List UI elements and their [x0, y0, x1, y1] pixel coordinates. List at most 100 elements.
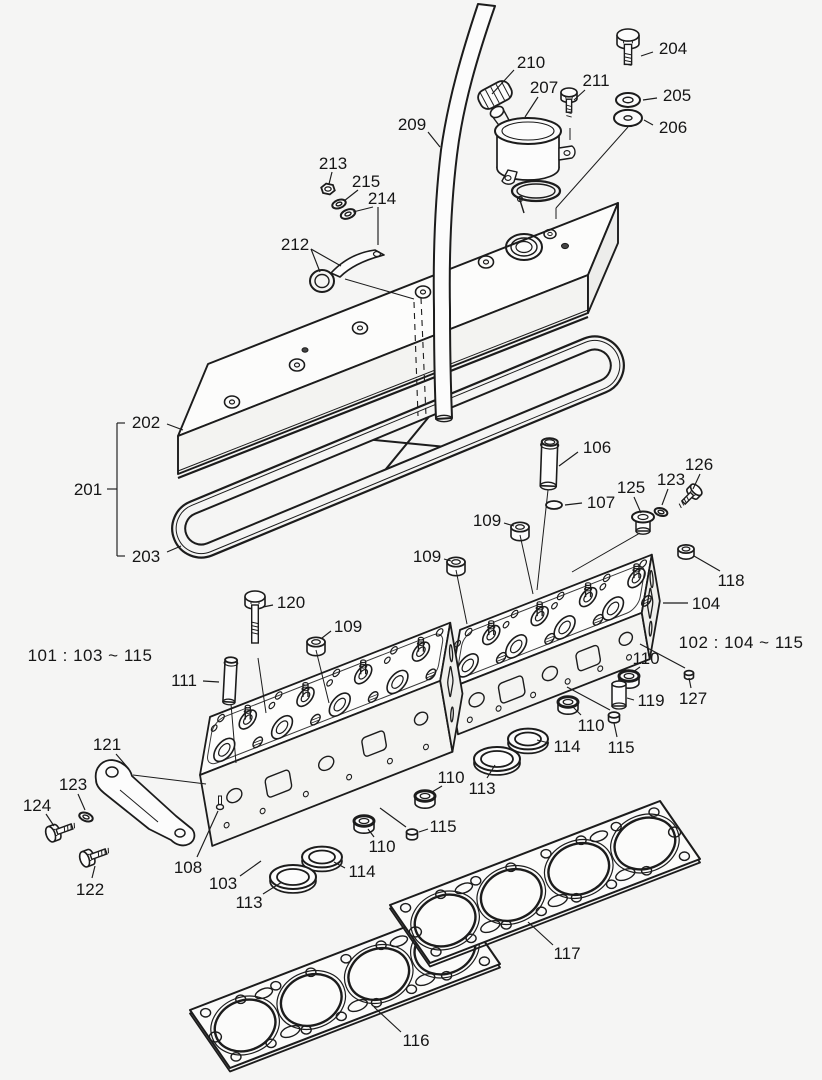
leader-line — [693, 555, 721, 572]
part-label-207: 207 — [530, 78, 558, 97]
part-label-110: 110 — [632, 649, 659, 668]
part-label-104: 104 — [692, 594, 720, 613]
part-label-124: 124 — [23, 796, 51, 815]
part-label-210: 210 — [517, 53, 545, 72]
leader-line — [564, 502, 583, 506]
leader-line — [640, 51, 654, 57]
leader-line — [639, 643, 686, 669]
part-label-115: 115 — [429, 817, 456, 836]
leader-line — [310, 248, 321, 273]
leader-line — [443, 558, 452, 562]
part-label-123: 123 — [657, 470, 685, 489]
leader-line — [367, 828, 375, 838]
leader-line — [613, 722, 618, 738]
part-label-204: 204 — [659, 39, 687, 58]
leader-line — [503, 522, 515, 527]
leader-line — [352, 206, 374, 213]
part-label-110: 110 — [437, 768, 464, 787]
leader-line — [633, 496, 642, 514]
part-label-201: 201 — [74, 480, 102, 499]
part-label-114: 114 — [553, 737, 580, 756]
leader-line — [328, 171, 333, 185]
seal-rings-drawing — [269, 727, 549, 894]
part-label-111: 111 — [171, 671, 197, 690]
leader-line — [642, 97, 658, 101]
leader-line — [379, 807, 407, 828]
leader-line — [626, 697, 635, 701]
leader-line — [427, 131, 441, 148]
part-label-213: 213 — [319, 154, 347, 173]
part-label-118: 118 — [717, 571, 744, 590]
leader-line — [643, 119, 654, 126]
leader-line — [491, 69, 515, 95]
leader-line — [262, 604, 274, 608]
part-label-103: 103 — [209, 874, 237, 893]
group-note: 101 : 103 ~ 115 — [28, 646, 153, 665]
leader-line — [536, 739, 550, 744]
leader-line — [486, 764, 496, 779]
leader-line — [692, 473, 701, 490]
part-label-114: 114 — [348, 862, 375, 881]
part-label-110: 110 — [577, 716, 604, 735]
small-parts-drawing — [44, 437, 703, 868]
part-label-113: 113 — [468, 779, 495, 798]
leader-line — [321, 630, 332, 639]
leader-line — [373, 1006, 402, 1033]
part-label-115: 115 — [607, 738, 634, 757]
cover-hardware-drawing — [309, 28, 643, 293]
part-label-125: 125 — [617, 478, 645, 497]
part-label-119: 119 — [637, 691, 664, 710]
valve-cover-drawing — [177, 202, 619, 480]
part-label-117: 117 — [553, 944, 580, 963]
assembly-lines — [132, 126, 641, 785]
part-label-110: 110 — [368, 837, 395, 856]
group-note: 102 : 104 ~ 115 — [679, 633, 804, 652]
leader-line — [239, 860, 262, 877]
cylinder-heads-drawing — [199, 553, 661, 847]
part-label-215: 215 — [352, 172, 380, 191]
leader-line — [166, 545, 182, 553]
leader-line — [343, 189, 359, 202]
part-label-120: 120 — [277, 593, 305, 612]
part-label-108: 108 — [174, 858, 202, 877]
breather-pipe-drawing — [413, 3, 496, 423]
part-label-121: 121 — [93, 735, 121, 754]
part-label-202: 202 — [132, 413, 160, 432]
part-label-107: 107 — [587, 493, 615, 512]
part-label-209: 209 — [398, 115, 426, 134]
leader-line — [166, 423, 184, 431]
leader-line — [262, 881, 283, 895]
part-label-122: 122 — [76, 880, 104, 899]
part-label-206: 206 — [659, 118, 687, 137]
part-label-109: 109 — [413, 547, 441, 566]
leader-line — [333, 861, 346, 869]
leader-line — [661, 488, 669, 506]
leader-line — [91, 865, 96, 879]
leader-line — [310, 248, 342, 267]
leader-line — [573, 89, 586, 101]
leader-line — [527, 921, 554, 946]
leader-line — [45, 813, 55, 827]
leader-line — [558, 451, 579, 467]
part-label-123: 123 — [59, 775, 87, 794]
part-label-113: 113 — [235, 893, 262, 912]
leader-line — [632, 666, 641, 673]
leader-line — [77, 793, 86, 811]
leader-line — [431, 785, 443, 793]
leader-line — [115, 753, 130, 770]
part-label-212: 212 — [281, 235, 309, 254]
part-label-109: 109 — [334, 617, 362, 636]
part-label-109: 109 — [473, 511, 501, 530]
leader-line — [571, 705, 582, 716]
valve-cover-gasket-drawing — [171, 335, 625, 559]
part-label-106: 106 — [583, 438, 611, 457]
leader-line — [418, 828, 429, 833]
leader-line — [196, 810, 219, 858]
part-label-203: 203 — [132, 547, 160, 566]
part-label-214: 214 — [368, 189, 396, 208]
part-label-116: 116 — [402, 1031, 429, 1050]
leader-line — [688, 677, 692, 689]
head-gaskets-drawing — [189, 800, 701, 1073]
